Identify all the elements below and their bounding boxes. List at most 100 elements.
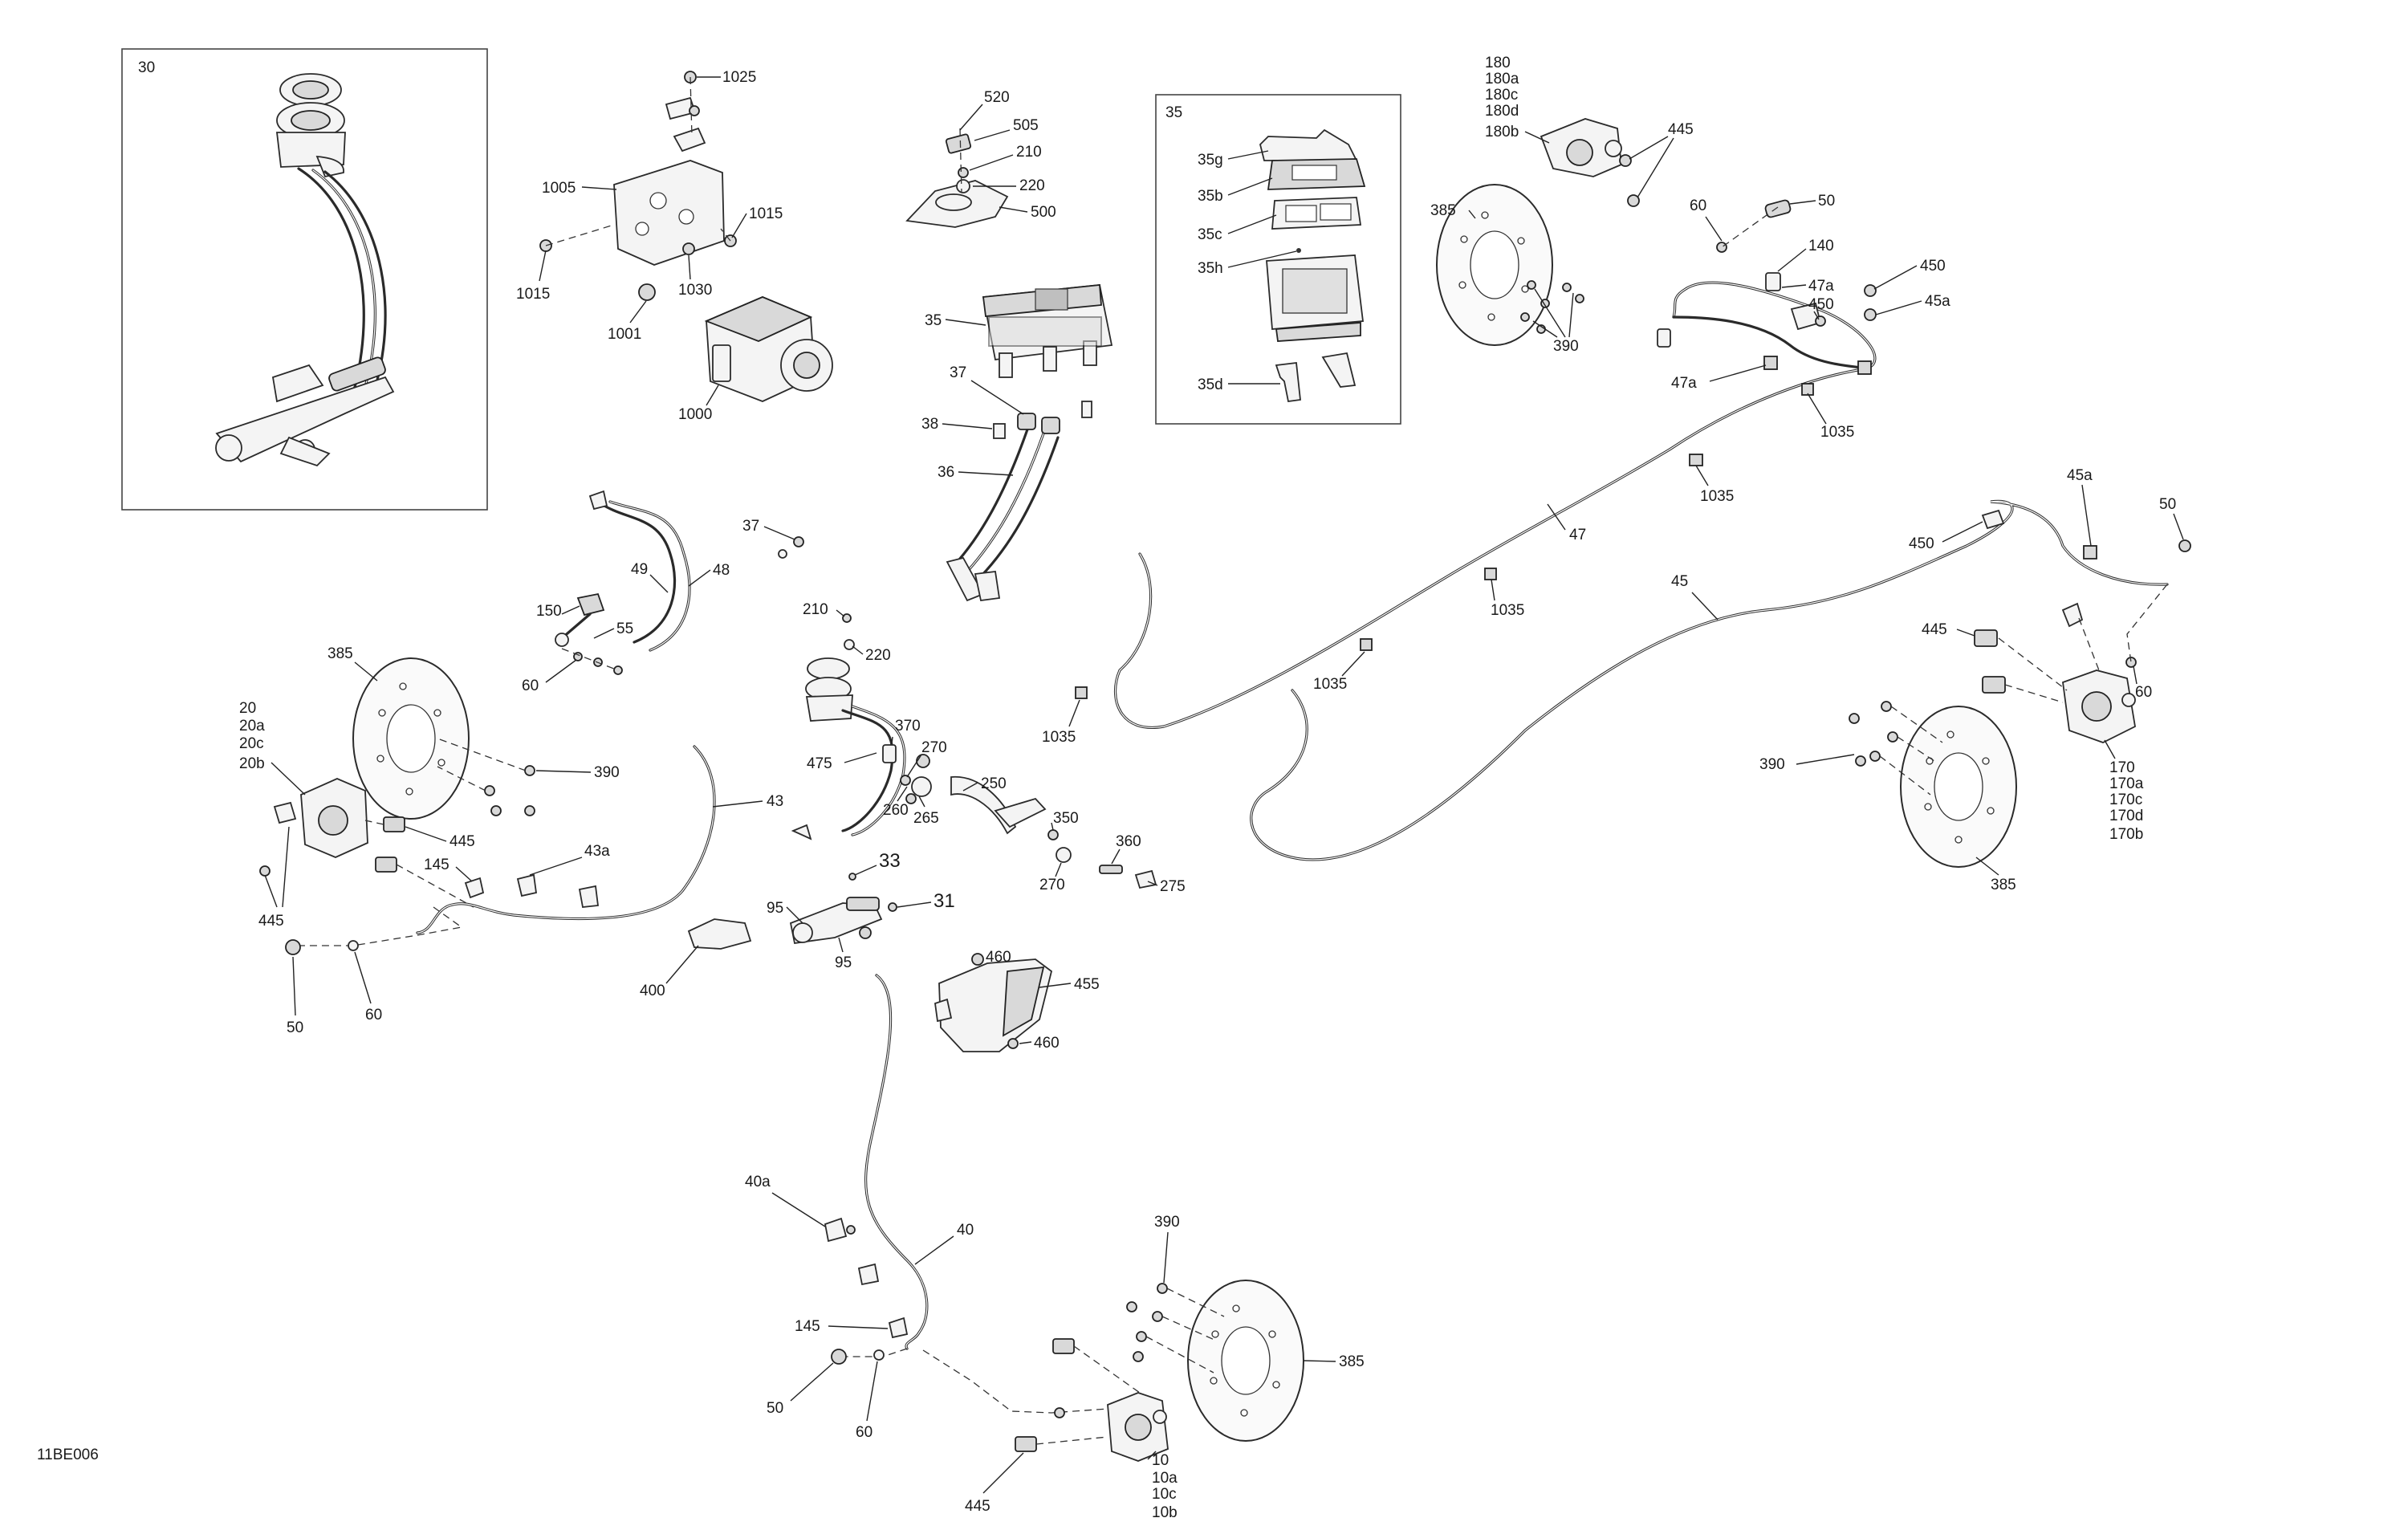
master-cylinder-center — [805, 657, 906, 836]
pedal-250 — [900, 754, 1047, 835]
label-10b: 10b — [1152, 1504, 1178, 1521]
label-1005: 1005 — [542, 180, 576, 197]
label-45: 45 — [1671, 573, 1688, 590]
hose-49 — [588, 490, 691, 652]
label-505: 505 — [1013, 117, 1039, 134]
label-50-left: 50 — [287, 1019, 303, 1036]
hose-36 — [946, 413, 1060, 602]
label-1030: 1030 — [678, 282, 712, 299]
label-35: 35 — [925, 312, 942, 329]
label-450-upper: 450 — [1808, 296, 1834, 313]
label-445-left-b: 445 — [258, 913, 284, 930]
label-37-ecu: 37 — [950, 364, 966, 381]
label-145-bottom: 145 — [795, 1318, 820, 1335]
label-445-bottom: 445 — [965, 1498, 990, 1515]
label-47a-right: 47a — [1808, 278, 1834, 295]
label-170a: 170a — [2109, 775, 2144, 792]
label-60-right: 60 — [2135, 684, 2152, 701]
label-60-bottom: 60 — [856, 1424, 872, 1441]
caliper-20 — [273, 778, 368, 858]
ecu-clips-35d — [1275, 352, 1357, 403]
label-1035-e: 1035 — [1042, 729, 1076, 746]
master-cylinder-reservoir — [275, 73, 346, 178]
label-38: 38 — [921, 416, 938, 433]
label-20b: 20b — [239, 755, 265, 772]
label-370: 370 — [895, 718, 921, 735]
label-47: 47 — [1569, 527, 1586, 543]
disc-385-rear-right — [1900, 706, 2017, 868]
label-445-top: 445 — [1668, 121, 1694, 138]
fitting-150 — [555, 592, 623, 675]
label-10c: 10c — [1152, 1486, 1177, 1503]
label-360: 360 — [1116, 833, 1141, 850]
label-390-top: 390 — [1553, 338, 1579, 355]
master-cylinder-body — [215, 356, 395, 467]
ecu-35-assembly — [982, 284, 1113, 378]
guard-455 — [934, 958, 1053, 1052]
label-35d: 35d — [1198, 376, 1223, 393]
label-350: 350 — [1053, 810, 1079, 827]
label-140: 140 — [1808, 238, 1834, 254]
label-220-top: 220 — [1019, 177, 1045, 194]
label-45a-top: 45a — [1925, 293, 1950, 310]
brake-line-45 — [1250, 499, 2169, 861]
label-170d: 170d — [2109, 808, 2143, 824]
disc-385-rear-left — [1187, 1280, 1304, 1442]
label-385-top: 385 — [1430, 202, 1456, 219]
label-180d: 180d — [1485, 103, 1519, 120]
label-60-left: 60 — [522, 678, 539, 694]
label-385-bottom: 385 — [1339, 1353, 1365, 1370]
disc-385-front-left — [352, 657, 470, 820]
label-150: 150 — [536, 603, 562, 620]
label-95-bottom: 95 — [835, 954, 852, 971]
label-20: 20 — [239, 700, 256, 717]
label-520: 520 — [984, 89, 1010, 106]
label-390-bottom: 390 — [1154, 1214, 1180, 1231]
label-1035-b: 1035 — [1700, 488, 1734, 505]
label-60-top: 60 — [1690, 197, 1706, 214]
label-450-mid: 450 — [1909, 535, 1934, 552]
label-180: 180 — [1485, 55, 1511, 71]
caliper-180 — [1540, 118, 1640, 207]
label-33: 33 — [879, 850, 901, 872]
label-37-bolt: 37 — [742, 518, 759, 535]
label-35g: 35g — [1198, 152, 1223, 169]
label-275: 275 — [1160, 878, 1186, 895]
label-390-right: 390 — [1759, 756, 1785, 773]
label-210-mid: 210 — [803, 601, 828, 618]
label-49: 49 — [631, 561, 648, 578]
label-48: 48 — [713, 562, 730, 579]
label-385-left: 385 — [327, 645, 353, 662]
inset-frame-35: 35 35g 35b 35c 35h 35d — [1155, 94, 1401, 425]
label-180c: 180c — [1485, 87, 1518, 104]
label-455: 455 — [1074, 976, 1100, 993]
ecu-gasket-35c — [1271, 197, 1362, 230]
label-35c: 35c — [1198, 226, 1222, 243]
label-43a: 43a — [584, 843, 610, 860]
label-43: 43 — [767, 793, 783, 810]
ecu-seal-35g — [1259, 128, 1358, 161]
switch-400 — [687, 918, 752, 950]
label-260: 260 — [883, 802, 909, 819]
bleeder-cap-right — [2061, 584, 2168, 671]
ecu-housing-35 — [1266, 254, 1365, 342]
ecu-cover-35b — [1267, 158, 1366, 190]
label-1001: 1001 — [608, 326, 641, 343]
label-10a: 10a — [1152, 1470, 1178, 1487]
label-180a: 180a — [1485, 71, 1519, 87]
label-460-bottom: 460 — [1034, 1035, 1060, 1052]
label-10: 10 — [1152, 1452, 1169, 1469]
label-30: 30 — [138, 59, 155, 76]
label-36: 36 — [938, 464, 954, 481]
label-445-right: 445 — [1922, 621, 1947, 638]
label-210-top: 210 — [1016, 144, 1042, 161]
inset-frame-30: 30 — [121, 48, 488, 511]
label-95-top: 95 — [767, 900, 783, 917]
label-20a: 20a — [239, 718, 265, 735]
label-60-left-b: 60 — [365, 1007, 382, 1023]
caliper-10 — [1054, 1392, 1169, 1462]
label-20c: 20c — [239, 735, 264, 752]
label-450-right: 450 — [1920, 258, 1946, 275]
label-35b: 35b — [1198, 188, 1223, 205]
label-270-top: 270 — [921, 739, 947, 756]
